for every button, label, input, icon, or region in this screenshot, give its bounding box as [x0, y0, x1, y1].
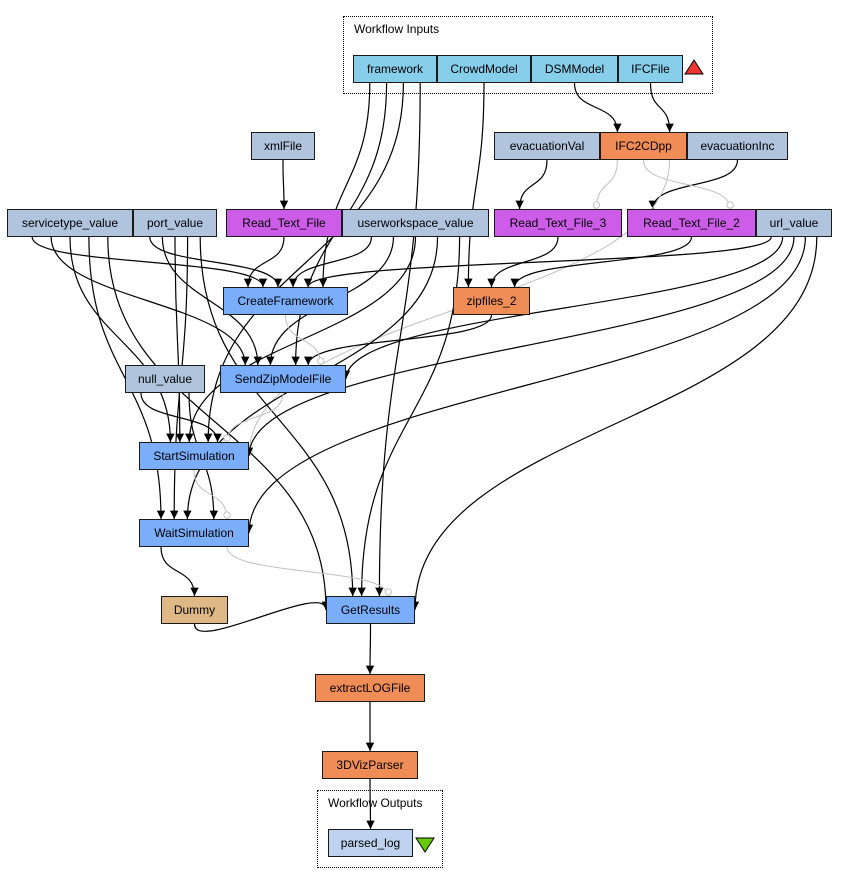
data-link-getresults-to-extractlogfile [365, 623, 375, 675]
data-link-ifcfile-to-ifc2cdpp [649, 82, 674, 133]
control-link-waitsimulation-to-getresults [226, 546, 392, 597]
data-link-null_value-to-startsimulation [140, 392, 222, 443]
control-link-createframework-to-sendzipmodelfile [285, 314, 325, 366]
data-link-servicetype_value-to-getresults [107, 236, 331, 611]
node-3dvizparser[interactable]: 3DVizParser [322, 751, 418, 779]
node-label: servicetype_value [21, 216, 119, 230]
workflow-inputs-label: Workflow Inputs [354, 22, 440, 36]
data-link-userworkspace_value-to-getresults [357, 236, 461, 597]
node-label: GetResults [340, 603, 401, 617]
node-url-value[interactable]: url_value [756, 209, 832, 237]
node-dsmmodel[interactable]: DSMModel [531, 55, 618, 83]
node-xmlfile[interactable]: xmlFile [251, 132, 315, 160]
control-link-ifc2cdpp-to-read_text_file_3 [592, 159, 618, 210]
data-link-read_text_file_2-to-zipfiles_2 [510, 236, 693, 288]
node-label: userworkspace_value [357, 216, 474, 230]
node-extractlogfile[interactable]: extractLOGFile [315, 674, 425, 702]
node-label: xmlFile [264, 139, 302, 153]
node-label: Read_Text_File_2 [643, 216, 740, 230]
data-link-port_value-to-startsimulation [174, 236, 185, 443]
node-label: Dummy [173, 603, 216, 617]
workflow-outputs-group: Workflow Outputs [317, 790, 443, 868]
data-link-zipfiles_2-to-sendzipmodelfile [304, 314, 493, 366]
node-label: 3DVizParser [336, 758, 404, 772]
node-label: framework [366, 62, 423, 76]
data-link-read_text_file-to-createframework [243, 236, 285, 288]
data-link-evacuationinc-to-read_text_file_2 [648, 159, 739, 210]
node-label: CrowdModel [450, 62, 518, 76]
node-getresults[interactable]: GetResults [326, 596, 415, 624]
control-link-ifc2cdpp-to-read_text_file_2 [643, 159, 734, 210]
node-parsed-log[interactable]: parsed_log [328, 829, 413, 857]
workflow-outputs-label: Workflow Outputs [328, 796, 423, 810]
data-link-crowdmodel-to-zipfiles_2 [464, 82, 485, 288]
node-evacuationval[interactable]: evacuationVal [494, 132, 600, 160]
data-link-url_value-to-waitsimulation [244, 236, 806, 534]
data-link-evacuationval-to-read_text_file_3 [515, 159, 548, 210]
output-port-triangle-icon [415, 837, 435, 853]
node-dummy[interactable]: Dummy [161, 596, 228, 624]
workflow-inputs-group: Workflow Inputs [343, 16, 713, 94]
data-link-url_value-to-startsimulation [244, 236, 795, 457]
data-link-url_value-to-getresults [410, 236, 818, 611]
data-link-url_value-to-createframework [303, 236, 772, 288]
data-link-waitsimulation-to-dummy [160, 546, 199, 597]
node-label: CreateFramework [237, 294, 334, 308]
node-ifc2cdpp[interactable]: IFC2CDpp [600, 132, 687, 160]
node-createframework[interactable]: CreateFramework [223, 287, 348, 315]
data-link-read_text_file_3-to-zipfiles_2 [487, 236, 559, 288]
node-label: StartSimulation [153, 449, 235, 463]
node-label: url_value [769, 216, 819, 230]
data-link-dummy-to-getresults [193, 601, 331, 632]
node-label: evacuationInc [700, 139, 775, 153]
data-link-servicetype_value-to-waitsimulation [88, 236, 166, 520]
node-zipfiles-2[interactable]: zipfiles_2 [453, 287, 530, 315]
node-label: IFC2CDpp [615, 139, 672, 153]
node-ifcfile[interactable]: IFCFile [618, 55, 683, 83]
node-label: Read_Text_File [242, 216, 326, 230]
node-label: port_value [146, 216, 204, 230]
data-link-dsmmodel-to-ifc2cdpp [573, 82, 622, 133]
node-framework[interactable]: framework [353, 55, 437, 83]
node-label: IFCFile [631, 62, 670, 76]
data-link-servicetype_value-to-startsimulation [69, 236, 175, 443]
input-port-triangle-icon [684, 59, 704, 75]
node-read-text-file-3[interactable]: Read_Text_File_3 [494, 209, 622, 237]
node-port-value[interactable]: port_value [133, 209, 217, 237]
node-label: parsed_log [340, 836, 401, 850]
node-label: DSMModel [544, 62, 605, 76]
node-read-text-file-2[interactable]: Read_Text_File_2 [627, 209, 756, 237]
node-label: evacuationVal [509, 139, 585, 153]
node-label: WaitSimulation [154, 526, 234, 540]
node-evacuationinc[interactable]: evacuationInc [687, 132, 788, 160]
data-link-url_value-to-sendzipmodelfile [341, 236, 784, 380]
control-link-startsimulation-to-waitsimulation [193, 469, 231, 520]
node-crowdmodel[interactable]: CrowdModel [437, 55, 531, 83]
data-link-port_value-to-createframework [149, 236, 283, 288]
node-startsimulation[interactable]: StartSimulation [139, 442, 249, 470]
data-link-xmlfile-to-read_text_file [279, 159, 289, 210]
data-link-3dvizparser-to-parsed_log [366, 778, 375, 830]
node-label: zipfiles_2 [466, 294, 517, 308]
data-link-userworkspace_value-to-createframework [288, 236, 372, 288]
data-link-servicetype_value-to-sendzipmodelfile [50, 236, 250, 366]
data-link-servicetype_value-to-createframework [31, 236, 268, 288]
node-waitsimulation[interactable]: WaitSimulation [139, 519, 249, 547]
data-link-port_value-to-sendzipmodelfile [161, 236, 262, 366]
node-label: Read_Text_File_3 [509, 216, 607, 230]
node-servicetype-value[interactable]: servicetype_value [7, 209, 133, 237]
node-read-text-file[interactable]: Read_Text_File [226, 209, 342, 237]
node-label: extractLOGFile [329, 681, 411, 695]
control-link-sendzipmodelfile-to-startsimulation [223, 392, 284, 443]
node-null-value[interactable]: null_value [125, 365, 205, 393]
data-link-framework-to-startsimulation [203, 82, 404, 443]
data-link-framework-to-createframework [318, 82, 371, 288]
node-userworkspace-value[interactable]: userworkspace_value [342, 209, 489, 237]
node-label: null_value [137, 372, 193, 386]
node-sendzipmodelfile[interactable]: SendZipModelFile [220, 365, 346, 393]
node-label: SendZipModelFile [234, 372, 332, 386]
